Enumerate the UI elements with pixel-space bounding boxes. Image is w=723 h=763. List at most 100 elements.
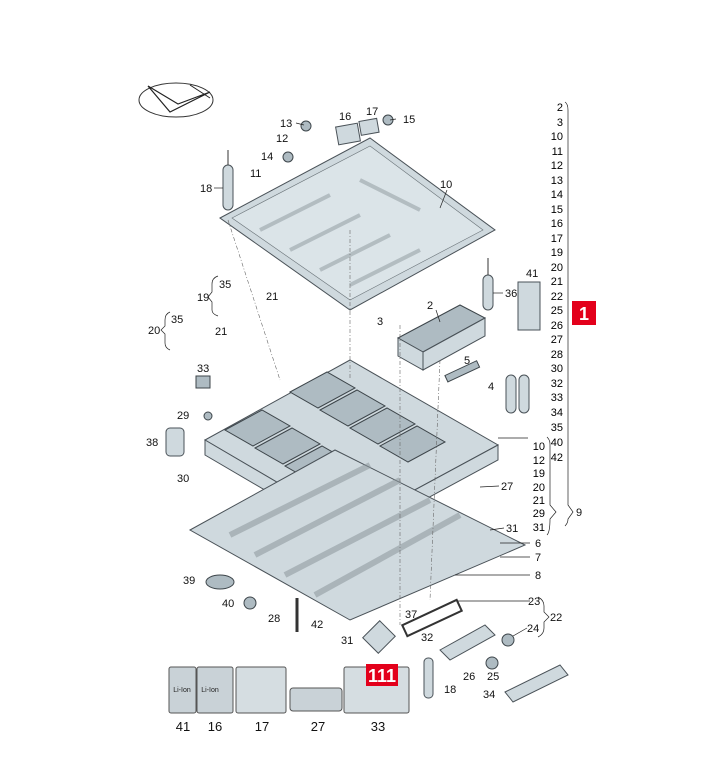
callout: 17 [366, 106, 378, 118]
direction-arrow-icon [138, 82, 214, 118]
sub-part-list: 10 12 19 20 21 29 31 [533, 441, 545, 534]
callout: 3 [377, 316, 383, 328]
callout: 34 [483, 689, 495, 701]
part-38 [165, 427, 185, 457]
part-24 [501, 633, 515, 647]
sensor-18 [222, 164, 234, 211]
list-item: 33 [551, 392, 563, 404]
list-item: 40 [551, 437, 563, 449]
list-item: 13 [551, 175, 563, 187]
callout: 42 [311, 619, 323, 631]
list-item: 32 [551, 378, 563, 390]
callout: 26 [463, 671, 475, 683]
list-item: 14 [551, 189, 563, 201]
list-item: 27 [551, 334, 563, 346]
label-16 [335, 122, 361, 146]
list-item: 10 [551, 131, 563, 143]
part-40 [243, 596, 257, 610]
list-item: 2 [557, 102, 563, 114]
list-item: 21 [533, 495, 545, 507]
grommet-39 [205, 574, 235, 590]
main-part-list: 2 3 10 11 12 13 14 15 16 17 19 20 21 22 … [551, 102, 563, 464]
callout: 20 [148, 325, 160, 337]
sub-group-number: 9 [576, 507, 582, 519]
list-item: 35 [551, 422, 563, 434]
sensor-4b [518, 374, 530, 414]
list-item: 19 [551, 247, 563, 259]
callout: 41 [526, 268, 538, 280]
callout: 33 [197, 363, 209, 375]
sensor-36 [482, 274, 494, 311]
sub-list-bracket [546, 436, 557, 536]
callout: 19 [197, 292, 209, 304]
list-item: 26 [551, 320, 563, 332]
label-17 [235, 666, 287, 714]
list-item: 42 [551, 452, 563, 464]
label-41 [517, 281, 541, 331]
callout: 30 [177, 473, 189, 485]
callout: 6 [535, 538, 541, 550]
label-17 [358, 117, 380, 136]
sensor-4a [505, 374, 517, 414]
list-item: 21 [551, 276, 563, 288]
plug-15 [382, 114, 394, 126]
li-ion-text: Li-Ion [201, 687, 219, 694]
callout: 37 [405, 609, 417, 621]
label-sheets: Li-Ion Li-Ion 111 41 16 17 27 33 [168, 664, 410, 734]
callout: 18 [200, 183, 212, 195]
list-item: 29 [533, 508, 545, 520]
callout: 8 [535, 570, 541, 582]
main-list-bracket [564, 101, 574, 527]
label-badge-text: 111 [368, 666, 396, 686]
callout: 11 [250, 168, 261, 180]
assembly-badge-text: 1 [579, 304, 589, 324]
part-22 [439, 624, 496, 661]
list-item: 10 [533, 441, 545, 453]
list-item: 25 [551, 305, 563, 317]
callout: 36 [505, 288, 517, 300]
list-item: 3 [557, 117, 563, 129]
list-item: 22 [551, 291, 563, 303]
list-item: 28 [551, 349, 563, 361]
callout: 22 [550, 612, 562, 624]
li-ion-text: Li-Ion [173, 687, 191, 694]
callout: 27 [501, 481, 513, 493]
label-number: 16 [208, 719, 222, 734]
bracket-13 [300, 120, 312, 132]
callout: 7 [535, 552, 541, 564]
label-27 [289, 687, 343, 712]
nut-14 [282, 151, 294, 163]
part-33 [195, 375, 211, 389]
list-item: 17 [551, 233, 563, 245]
part-29 [203, 411, 213, 421]
part-25 [485, 656, 499, 670]
list-item: 12 [551, 160, 563, 172]
label-number: 17 [255, 719, 269, 734]
list-item: 31 [533, 522, 545, 534]
callout: 32 [421, 632, 433, 644]
callout: 21 [215, 326, 227, 338]
callout: 14 [261, 151, 273, 163]
leader-lines [214, 118, 530, 637]
list-item: 30 [551, 363, 563, 375]
assembly-badge [572, 301, 596, 325]
callout: 12 [276, 133, 288, 145]
callout: 31 [506, 523, 518, 535]
list-item: 19 [533, 468, 545, 480]
label-number: 27 [311, 719, 325, 734]
callout: 35 [171, 314, 183, 326]
label-41 [168, 666, 197, 714]
callout: 39 [183, 575, 195, 587]
callout: 29 [177, 410, 189, 422]
callout: 25 [487, 671, 499, 683]
callout: 16 [339, 111, 351, 123]
callout: 5 [464, 355, 470, 367]
part-31 [362, 620, 396, 654]
callout: 18 [444, 684, 456, 696]
seal-5 [444, 360, 481, 383]
callouts: 13 12 16 17 15 14 11 18 10 41 36 35 19 2… [146, 106, 562, 701]
list-item: 11 [552, 146, 563, 158]
callout: 2 [427, 300, 433, 312]
callout: 28 [268, 613, 280, 625]
